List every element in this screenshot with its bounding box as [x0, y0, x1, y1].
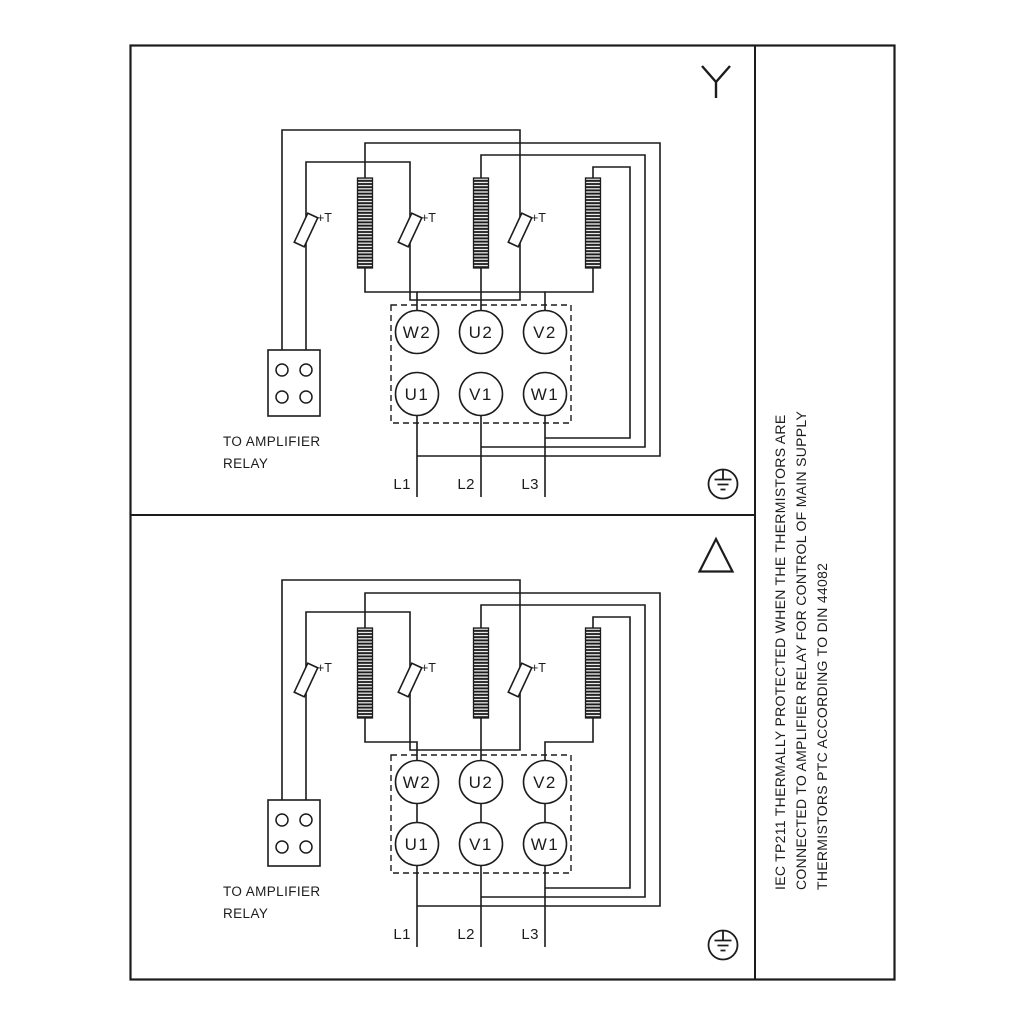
supply-label-l2: L2 [457, 926, 475, 943]
terminal-label-u2: U2 [469, 323, 494, 342]
supply-label-l2: L2 [457, 476, 475, 493]
delta-icon [697, 536, 735, 573]
thermistor-label: +T [421, 661, 436, 675]
terminal-label-u1: U1 [405, 385, 430, 404]
terminal-label-w2: W2 [403, 323, 432, 342]
terminal-label-v1: V1 [469, 835, 493, 854]
sidebar-note: IEC TP211 THERMALLY PROTECTED WHEN THE T… [770, 350, 833, 890]
terminal-label-w1: W1 [531, 835, 560, 854]
terminal-label-w1: W1 [531, 385, 560, 404]
panel-delta-connection: W2 U2 V2 U1 V1 W1 L1 L2 L3 +T +T +T TO A… [223, 536, 739, 961]
thermistor-label: +T [421, 211, 436, 225]
thermistor-label: +T [317, 211, 332, 225]
relay-caption-line2: RELAY [223, 906, 268, 921]
terminal-label-v1: V1 [469, 385, 493, 404]
terminal-label-u1: U1 [405, 835, 430, 854]
sidebar-note-line: IEC TP211 THERMALLY PROTECTED WHEN THE T… [772, 414, 788, 890]
supply-label-l3: L3 [521, 926, 539, 943]
supply-label-l3: L3 [521, 476, 539, 493]
relay-caption-line1: TO AMPLIFIER [223, 884, 321, 899]
sidebar-note-line: THERMISTORS PTC ACCORDING TO DIN 44082 [814, 562, 830, 890]
terminal-label-w2: W2 [403, 773, 432, 792]
thermistor-label: +T [531, 211, 546, 225]
thermistor-label: +T [531, 661, 546, 675]
star-icon [701, 65, 731, 98]
sidebar-note-line: CONNECTED TO AMPLIFIER RELAY FOR CONTROL… [793, 410, 809, 890]
supply-label-l1: L1 [393, 926, 411, 943]
terminal-label-u2: U2 [469, 773, 494, 792]
delta-bridge-wires [416, 803, 546, 823]
supply-label-l1: L1 [393, 476, 411, 493]
diagram-frame [129, 44, 896, 981]
panel-star-connection: W2 U2 V2 U1 V1 W1 L1 L2 L3 +T +T +T TO A… [223, 65, 739, 500]
thermistor-label: +T [317, 661, 332, 675]
relay-caption-line1: TO AMPLIFIER [223, 434, 321, 449]
relay-caption-line2: RELAY [223, 456, 268, 471]
terminal-label-v2: V2 [533, 323, 557, 342]
delta-circuit-group: W2 U2 V2 U1 V1 W1 L1 L2 L3 +T +T +T TO A… [223, 579, 661, 948]
terminal-label-v2: V2 [533, 773, 557, 792]
